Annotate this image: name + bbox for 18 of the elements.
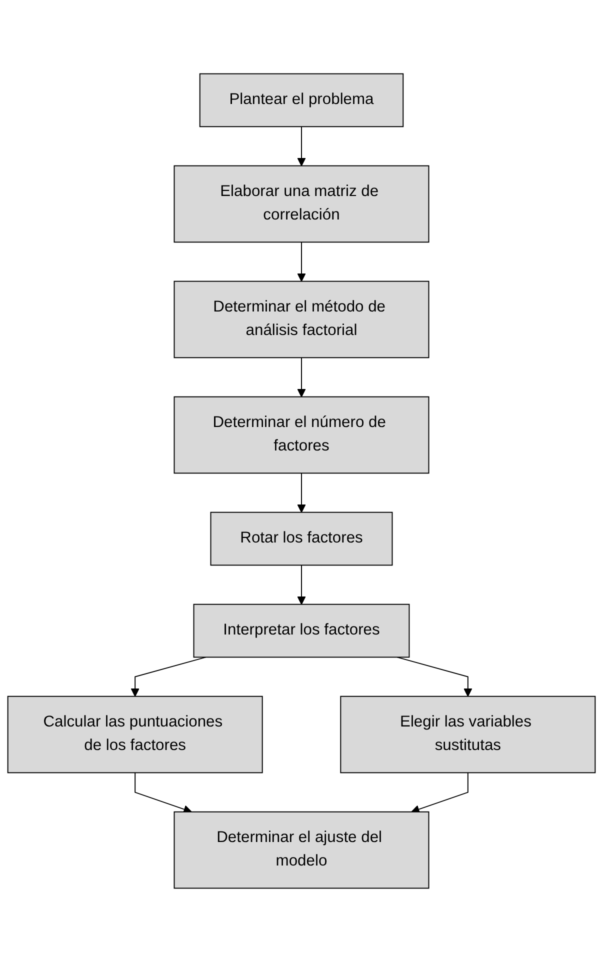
arrow [297, 472, 306, 513]
arrow [130, 656, 206, 697]
node-box: Interpretar los factores [193, 604, 410, 658]
node-box: Elaborar una matriz de correlación [174, 165, 430, 243]
arrow [297, 242, 306, 282]
node-box: Elegir las variables sustitutas [340, 696, 596, 774]
arrow [297, 357, 306, 398]
arrow [396, 656, 472, 697]
node-box: Calcular las puntuaciones de los factores [7, 696, 263, 774]
arrow [411, 772, 468, 814]
arrow [297, 564, 306, 605]
node-box: Plantear el problema [199, 73, 404, 128]
node-box: Determinar el ajuste del modelo [174, 811, 430, 889]
node-box: Determinar el método de análisis factorial [174, 280, 430, 358]
node-box: Rotar los factores [210, 512, 393, 566]
node-box: Determinar el número de factores [174, 396, 430, 474]
arrow [297, 126, 306, 166]
arrow [134, 772, 192, 814]
